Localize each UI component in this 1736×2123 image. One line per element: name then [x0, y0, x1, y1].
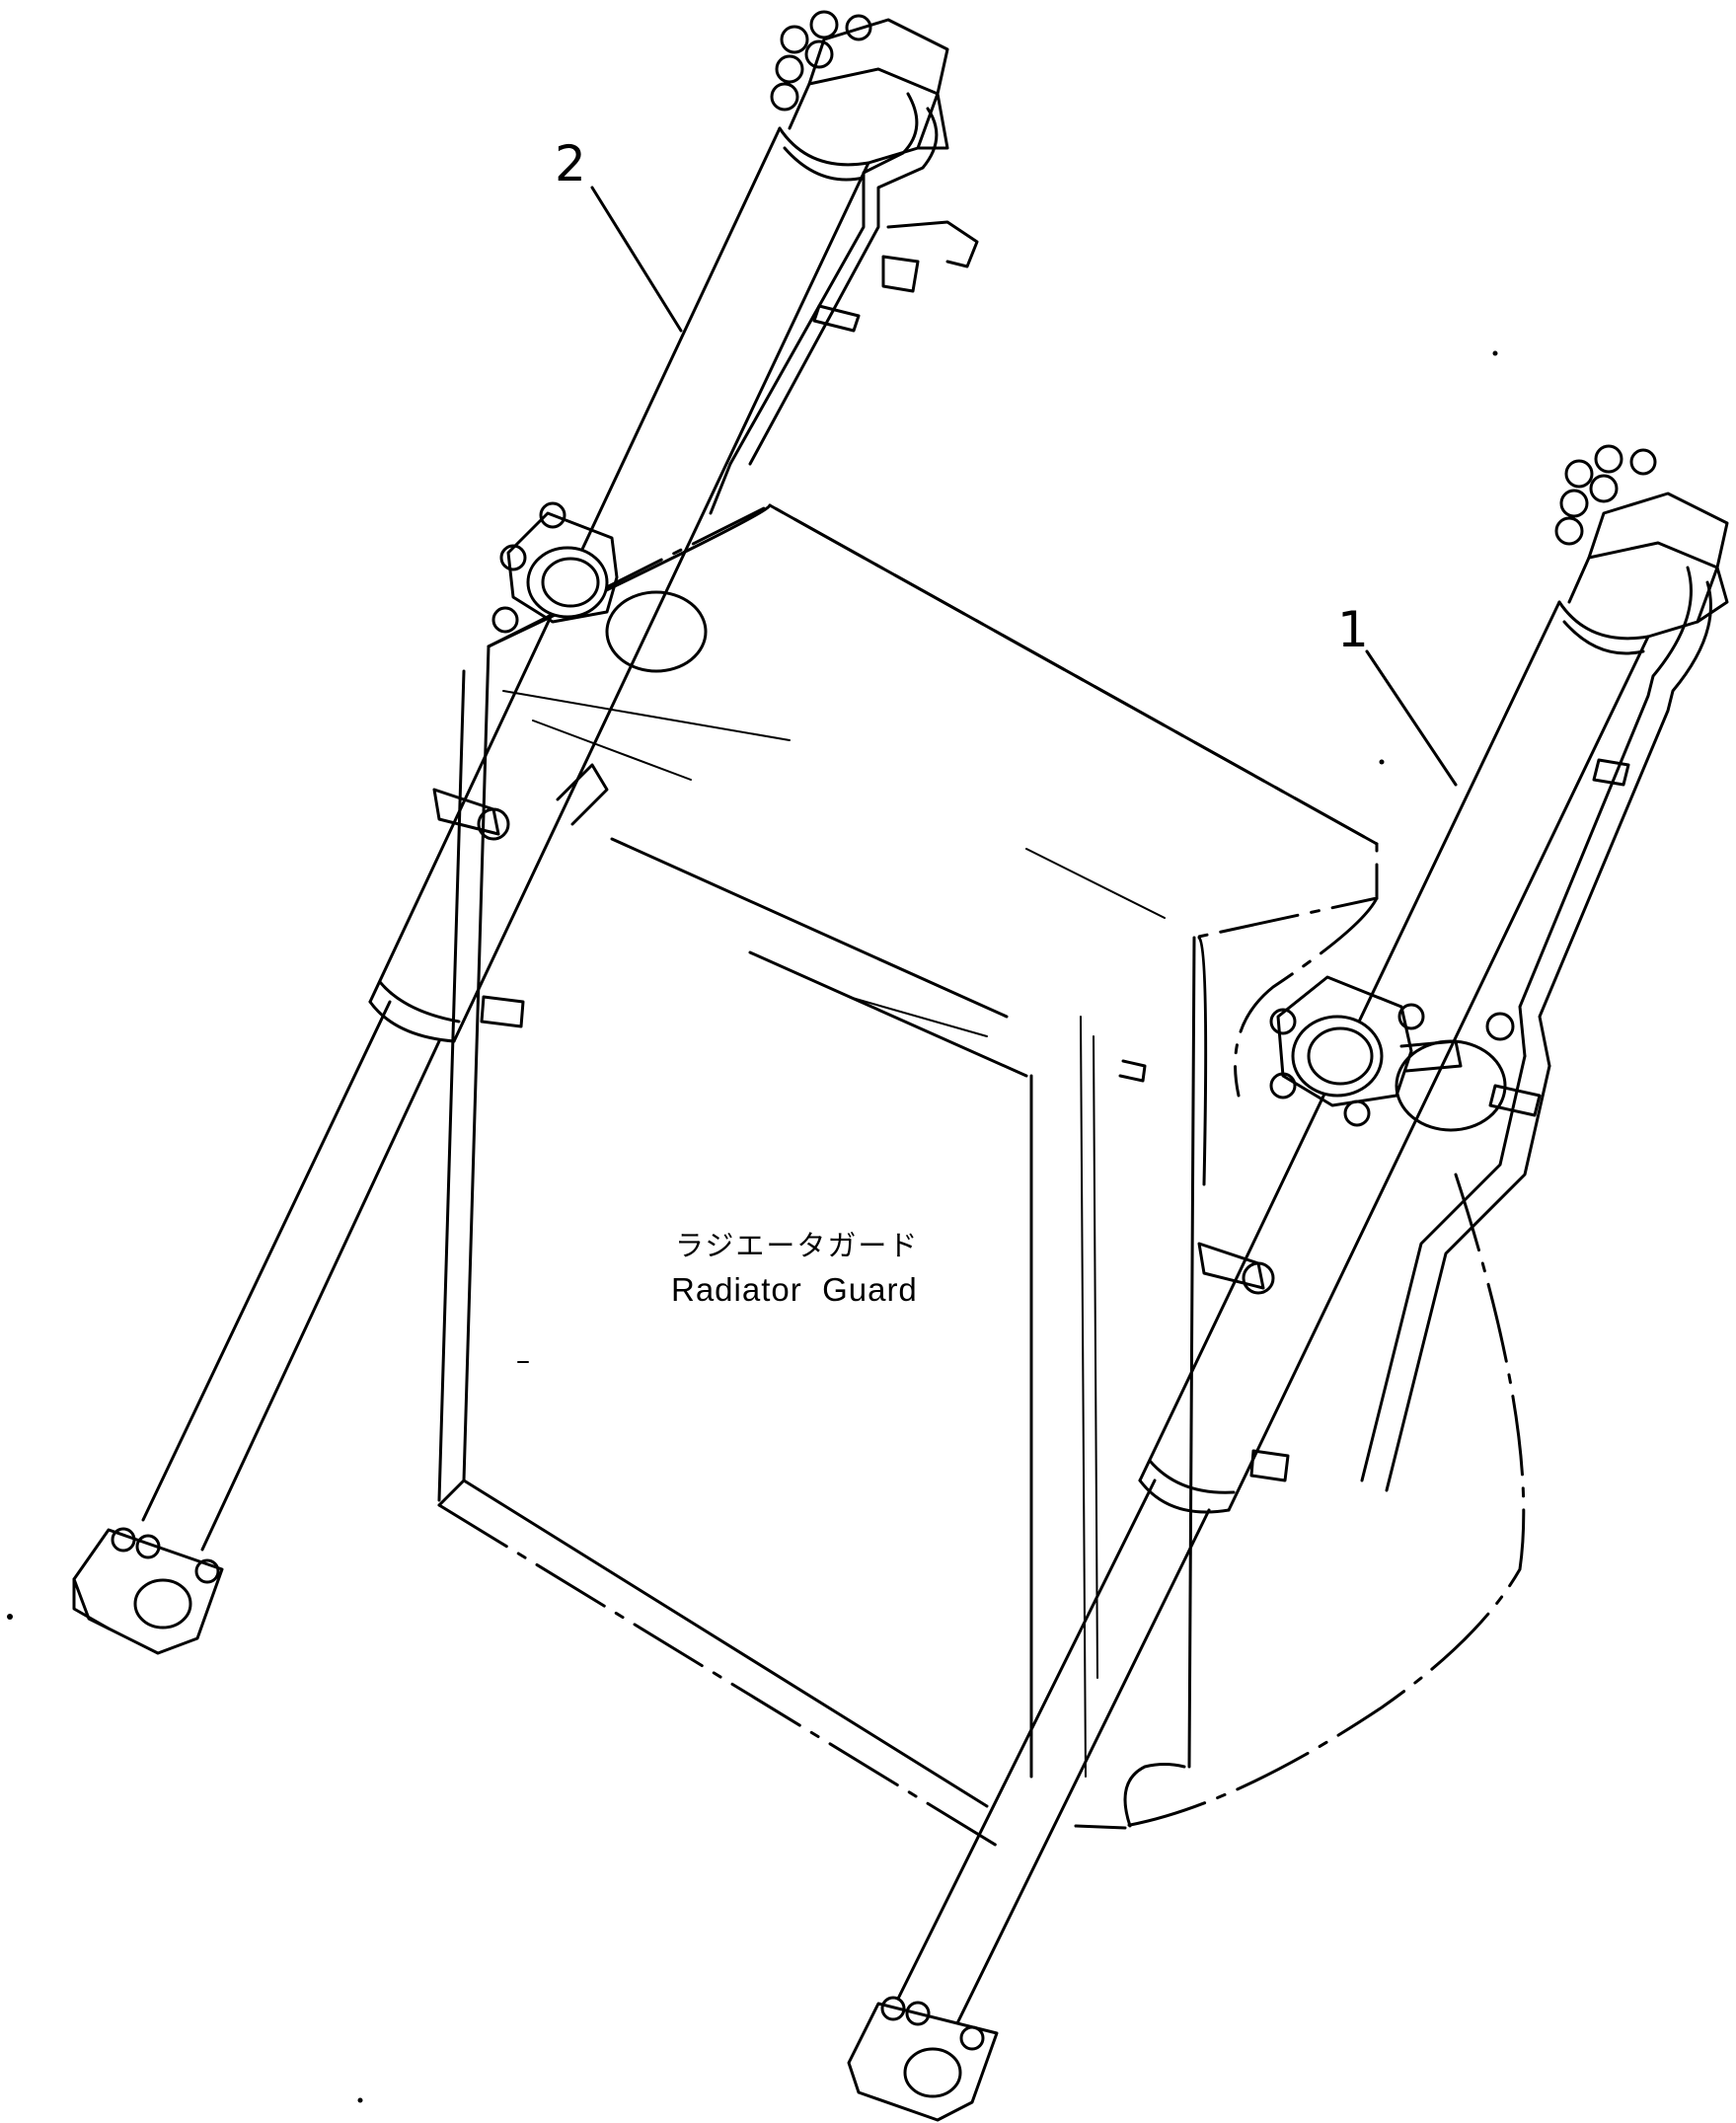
radiator-guard-label-japanese: ラジエータガード	[675, 1229, 919, 1262]
callout-2: 2	[555, 135, 683, 333]
callout-number-1: 1	[1337, 601, 1369, 658]
bolt-group-upper-right	[1554, 444, 1657, 546]
rod-end-right	[847, 1996, 999, 2122]
radiator-guard	[437, 503, 1526, 1848]
cylinder-1	[847, 444, 1729, 2122]
callout-1: 1	[1337, 601, 1458, 787]
radiator-guard-label: ラジエータガード Radiator Guard	[671, 1229, 919, 1308]
trunnion-upper-left	[491, 501, 708, 673]
radiator-guard-label-english: Radiator Guard	[671, 1271, 918, 1308]
rod-end-left	[72, 1527, 224, 1655]
scan-specks	[7, 350, 1498, 2103]
trunnion-right	[1269, 975, 1515, 1132]
cylinder-2	[72, 10, 979, 1655]
bolt-group-upper-left	[770, 10, 872, 112]
callout-number-2: 2	[555, 135, 586, 192]
